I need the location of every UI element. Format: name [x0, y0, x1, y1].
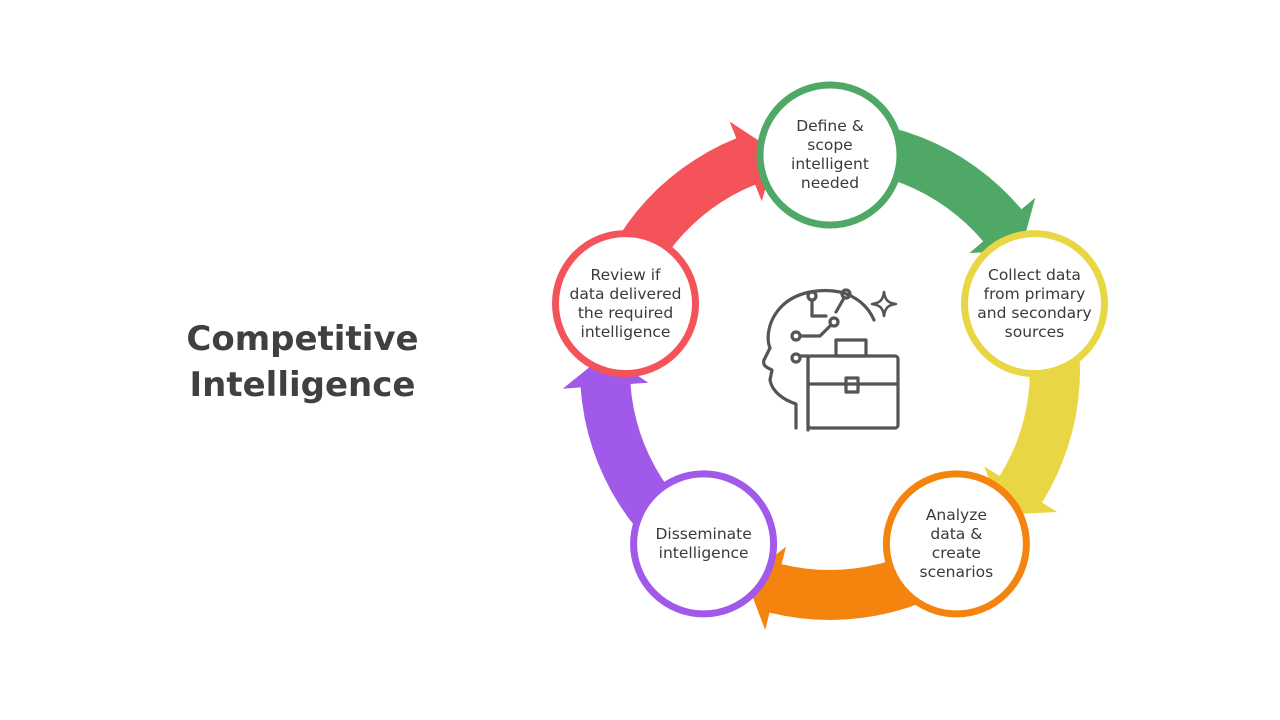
- page-title: Competitive Intelligence: [130, 316, 475, 408]
- step-label-line: the required: [577, 303, 674, 322]
- step-label-line: intelligence: [658, 543, 749, 562]
- step-label-line: Collect data: [988, 265, 1081, 284]
- step-label-line: scenarios: [919, 562, 994, 581]
- step-label-line: Analyze: [925, 505, 987, 524]
- step-label-line: data &: [930, 524, 983, 543]
- step-label-line: intelligent: [791, 155, 869, 173]
- step-label-line: Disseminate: [655, 524, 752, 543]
- step-node-disseminate: [630, 470, 778, 618]
- cycle-nodes: [552, 81, 1108, 618]
- step-label-line: scope: [807, 136, 853, 154]
- step-label-line: data delivered: [569, 284, 682, 303]
- ai-head-briefcase-icon: [762, 288, 900, 432]
- title-line-2: Intelligence: [189, 365, 416, 405]
- step-label-line: intelligence: [580, 322, 671, 341]
- step-node-review: [552, 230, 699, 378]
- step-label-line: and secondary: [977, 303, 1092, 322]
- step-node-define: [756, 81, 904, 229]
- step-label-line: create: [931, 543, 981, 562]
- title-line-1: Competitive: [186, 319, 419, 359]
- step-label-line: sources: [1004, 322, 1065, 341]
- step-label-line: needed: [800, 174, 860, 192]
- step-label-line: Review if: [590, 265, 661, 284]
- step-label-line: Define &: [796, 117, 864, 135]
- step-label-line: from primary: [983, 284, 1086, 303]
- step-node-collect: [961, 230, 1108, 378]
- step-node-analyze: [882, 470, 1030, 618]
